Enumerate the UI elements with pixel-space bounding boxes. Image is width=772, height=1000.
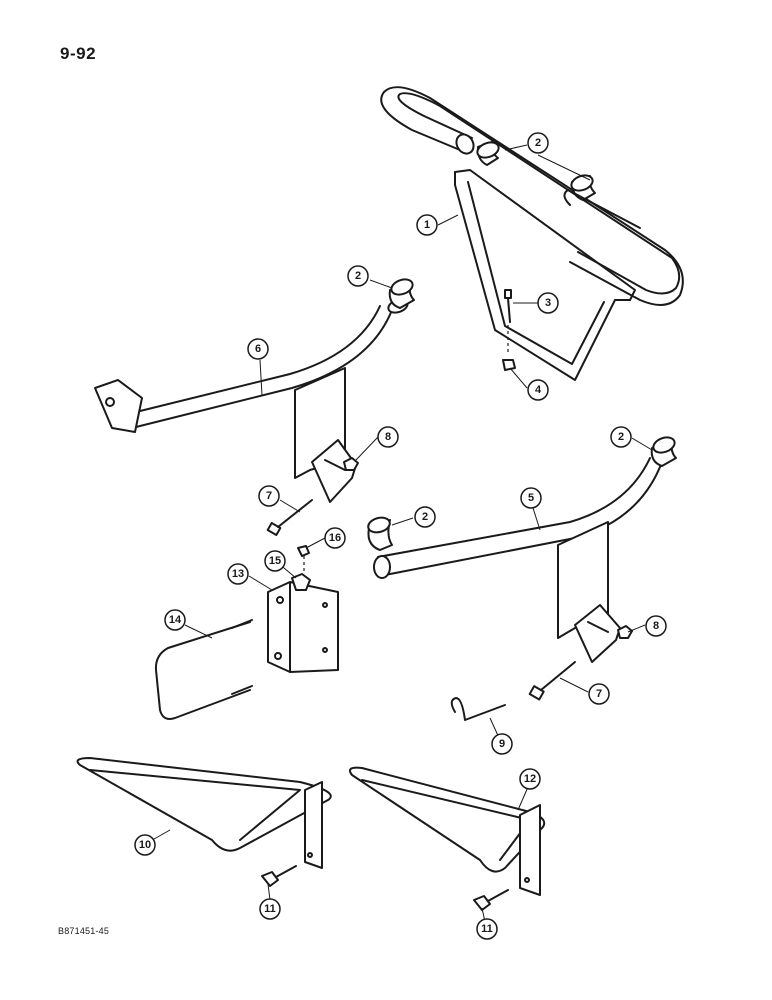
callout-1: 1	[416, 214, 438, 236]
svg-text:14: 14	[169, 614, 182, 626]
svg-text:2: 2	[422, 511, 428, 523]
callout-2-right-rail-left-end: 2	[414, 506, 436, 528]
callout-2-left-rail: 2	[347, 265, 369, 287]
left-step	[76, 757, 332, 887]
callout-12: 12	[519, 768, 541, 790]
bolt-7-nut-8-right	[528, 625, 633, 701]
figure-code: B871451-45	[58, 926, 110, 936]
svg-text:2: 2	[618, 431, 624, 443]
svg-text:7: 7	[266, 490, 272, 502]
page-number: 9-92	[60, 44, 97, 63]
svg-text:12: 12	[524, 773, 536, 785]
svg-text:7: 7	[596, 688, 602, 700]
bolt-3-and-nut-4	[502, 289, 516, 371]
callout-10: 10	[134, 834, 156, 856]
svg-text:5: 5	[528, 492, 534, 504]
callout-2-top: 2	[527, 132, 549, 154]
bolt-7-nut-8-left	[266, 457, 359, 536]
svg-text:16: 16	[329, 532, 341, 544]
callout-6: 6	[247, 338, 269, 360]
svg-text:15: 15	[269, 555, 281, 567]
tube-cap-left	[388, 278, 415, 309]
svg-text:2: 2	[355, 270, 361, 282]
svg-text:6: 6	[255, 343, 261, 355]
callout-7-left: 7	[258, 485, 280, 507]
callout-13: 13	[227, 563, 249, 585]
svg-text:8: 8	[653, 620, 659, 632]
svg-text:3: 3	[545, 297, 551, 309]
callout-5: 5	[520, 487, 542, 509]
svg-text:9: 9	[499, 738, 505, 750]
callout-2-right-rail-right-end: 2	[610, 426, 632, 448]
callout-11-right: 11	[476, 918, 498, 940]
tube-cap-right	[367, 436, 677, 551]
svg-text:4: 4	[535, 384, 542, 396]
svg-text:8: 8	[385, 431, 391, 443]
svg-text:1: 1	[424, 219, 430, 231]
callout-8-right: 8	[645, 615, 667, 637]
svg-text:2: 2	[535, 137, 541, 149]
svg-text:11: 11	[264, 903, 276, 915]
front-guard-assembly	[380, 86, 684, 381]
svg-text:10: 10	[139, 839, 151, 851]
svg-text:13: 13	[232, 568, 244, 580]
j-bolt	[450, 697, 506, 721]
right-step	[349, 766, 546, 911]
callout-14: 14	[164, 609, 186, 631]
callout-9: 9	[491, 733, 513, 755]
callout-7-right: 7	[588, 683, 610, 705]
callout-8-left: 8	[377, 426, 399, 448]
callout-15: 15	[264, 550, 286, 572]
callout-16: 16	[324, 527, 346, 549]
svg-text:11: 11	[481, 923, 493, 935]
callout-3: 3	[537, 292, 559, 314]
callout-11-left: 11	[259, 898, 281, 920]
callout-4: 4	[527, 379, 549, 401]
left-side-rail	[94, 298, 409, 503]
right-side-rail	[373, 457, 663, 663]
mounting-bracket-assembly	[154, 545, 339, 720]
